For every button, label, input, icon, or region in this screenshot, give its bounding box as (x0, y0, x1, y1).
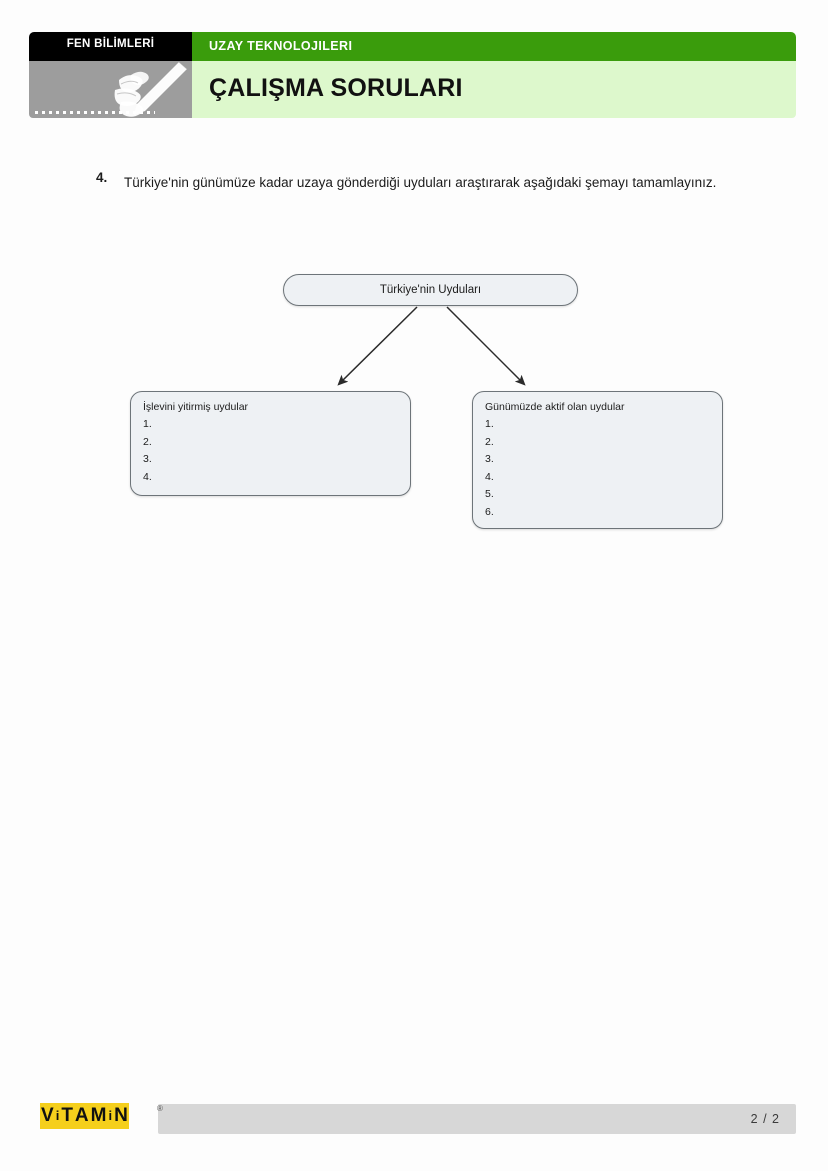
topic-label: UZAY TEKNOLOJILERI (209, 39, 353, 53)
diagram-branch-node-left[interactable]: İşlevini yitirmiş uydular 1. 2. 3. 4. (130, 391, 411, 496)
illustration-panel (29, 61, 192, 118)
diagram-branch-node-right[interactable]: Günümüzde aktif olan uydular 1. 2. 3. 4.… (472, 391, 723, 529)
sheet-title-banner: ÇALIŞMA SORULARI (192, 61, 796, 118)
diagram-root-node: Türkiye'nin Uyduları (283, 274, 578, 306)
branch-heading-left: İşlevini yitirmiş uydular (143, 401, 249, 413)
branch-item-right-5[interactable]: 5. (485, 488, 494, 500)
logo-letter-7: N (113, 1103, 129, 1129)
diagram-root-title: Türkiye'nin Uyduları (379, 284, 482, 296)
branch-item-left-4[interactable]: 4. (143, 470, 152, 483)
worksheet-footer: 2 / 2 V i T A M i N ® (40, 1102, 796, 1136)
logo-letter-3: T (60, 1103, 74, 1129)
arrow-to-left-node (337, 306, 418, 386)
question-number: 4. (96, 170, 108, 185)
branch-item-left-3[interactable]: 3. (143, 453, 152, 465)
branch-item-left-1[interactable]: 1. (143, 418, 152, 430)
branch-item-right-1[interactable]: 1. (485, 418, 494, 430)
topic-banner: UZAY TEKNOLOJILERI (192, 32, 796, 61)
branch-item-left-2[interactable]: 2. (143, 435, 152, 448)
branch-heading-right: Günümüzde aktif olan uydular (485, 401, 625, 413)
subject-banner: FEN BİLİMLERİ (29, 32, 192, 61)
page-indicator: 2 / 2 (750, 1112, 780, 1126)
hand-writing-pencil-icon (114, 61, 188, 117)
logo-letter-2: i (54, 1103, 61, 1129)
worksheet-header: FEN BİLİMLERİ UZAY TEKNOLOJILERI (29, 32, 796, 118)
sheet-title: ÇALIŞMA SORULARI (209, 74, 463, 102)
branch-item-right-2[interactable]: 2. (485, 435, 494, 448)
arrow-to-right-node (446, 306, 526, 386)
vitamin-logo: V i T A M i N ® (40, 1102, 164, 1134)
logo-letter-4: A (73, 1103, 90, 1129)
logo-letter-5: M (89, 1103, 108, 1129)
footer-bar: 2 / 2 (158, 1104, 796, 1134)
branch-item-right-3[interactable]: 3. (485, 453, 494, 465)
logo-letter-1: V (40, 1103, 55, 1129)
question-text: Türkiye'nin günümüze kadar uzaya gönderd… (124, 175, 717, 190)
dotted-rule (35, 111, 155, 114)
branch-item-right-6[interactable]: 6. (485, 505, 494, 518)
branch-item-right-4[interactable]: 4. (485, 470, 494, 483)
question-block: 4. Türkiye'nin günümüze kadar uzaya gönd… (96, 170, 746, 195)
vitamin-logo-letters: V i T A M i N (40, 1103, 129, 1129)
logo-trademark: ® (157, 1104, 163, 1113)
subject-label: FEN BİLİMLERİ (66, 38, 155, 50)
logo-letter-6: i (107, 1103, 114, 1129)
